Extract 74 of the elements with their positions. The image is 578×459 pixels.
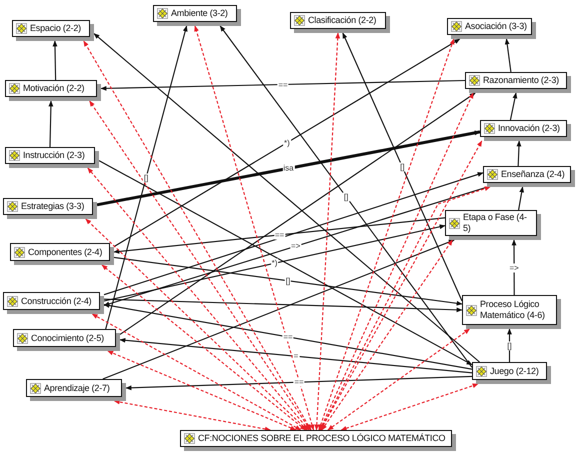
arrow [98, 160, 473, 366]
dashed-arrow [102, 264, 306, 430]
dashed-arrow [340, 383, 479, 431]
arrow [103, 186, 488, 306]
arrow [103, 303, 472, 370]
dashed-arrow [321, 240, 453, 430]
code-label: Aprendizaje (2-7) [44, 382, 110, 394]
dashed-arrow [320, 140, 482, 431]
dashed-arrow [114, 400, 271, 432]
code-label: Innovación (2-3) [498, 123, 560, 134]
arrow [119, 338, 472, 374]
dashed-arrow [92, 314, 302, 430]
arrow [516, 140, 522, 166]
arrow [114, 256, 463, 306]
code-label: Juego (2-12) [490, 366, 539, 376]
dashed-arrow [83, 40, 312, 431]
edge-label: [] [342, 192, 350, 202]
code-label: Motivación (2-2) [23, 83, 84, 94]
arrow [220, 26, 472, 368]
code-label: Espacio (2-2) [30, 23, 81, 34]
arrow [504, 38, 512, 72]
arrow [507, 328, 512, 362]
arrow [510, 92, 518, 120]
edge-label: => [290, 242, 302, 251]
dashed-arrow [314, 32, 340, 431]
arrow [48, 100, 54, 148]
arrow [104, 224, 446, 302]
arrow [512, 239, 516, 295]
dashed-arrow [319, 92, 474, 431]
edge-label: == [293, 378, 305, 387]
code-label: Ambiente (3-2) [171, 8, 228, 19]
code-label: CF:NOCIONES SOBRE EL PROCESO LÓGICO MATEMÁTICO [198, 433, 446, 444]
edge-label: = [292, 352, 300, 361]
dashed-arrow [327, 328, 470, 430]
arrow [104, 172, 484, 296]
arrow [113, 217, 446, 254]
arrow [104, 298, 463, 312]
arrow [518, 186, 524, 210]
arrow [342, 32, 462, 302]
arrow [94, 33, 480, 362]
code-label: Conocimiento (2-5) [31, 332, 104, 344]
dashed-arrow [107, 350, 296, 430]
dashed-arrow [89, 100, 311, 430]
edge-label: [] [142, 173, 150, 182]
edge-label: [] [399, 162, 406, 172]
arrow [120, 92, 476, 335]
arrow [114, 38, 460, 248]
edge-label: == [282, 332, 294, 342]
arrow [125, 376, 472, 390]
arrow [96, 130, 481, 206]
code-label: Etapa o Fase (4-5) [463, 212, 528, 234]
code-label: Asociación (3-3) [465, 21, 527, 32]
edge-label: => [508, 263, 520, 272]
dashed-arrow [87, 168, 310, 430]
code-label: Componentes (2-4) [28, 246, 102, 258]
arrow [100, 80, 466, 91]
code-label: Clasificación (2-2) [308, 15, 376, 26]
arrow [102, 239, 455, 380]
code-label: Razonamiento (2-3) [483, 75, 559, 86]
dashed-arrow [318, 38, 454, 431]
edge-label: *) [270, 258, 278, 268]
edge-label: isa [282, 164, 295, 173]
code-label: Proceso Lógico Matemático (4-6) [480, 299, 546, 321]
arrow [105, 25, 188, 330]
code-label: Estrategias (3-3) [21, 201, 84, 212]
dashed-arrow [85, 218, 308, 430]
code-label: Instrucción (2-3) [23, 150, 85, 161]
code-label: Enseñanza (2-4) [501, 169, 565, 180]
code-label: Construcción (2-4) [21, 296, 92, 306]
edge-label: [] [284, 276, 292, 286]
arrow [52, 40, 58, 80]
edge-label: *) [282, 138, 291, 148]
edge-label: [] [506, 341, 513, 350]
dashed-arrow [194, 25, 314, 431]
